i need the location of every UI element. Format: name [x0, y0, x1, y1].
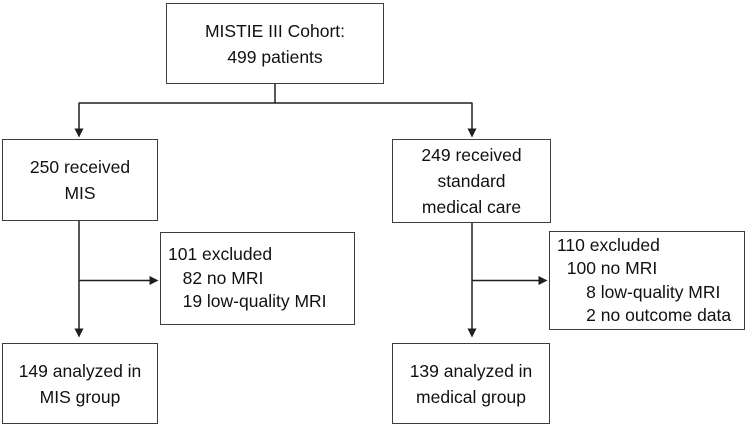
box-line: 139 analyzed in [409, 360, 533, 381]
box-line: standard [437, 171, 506, 191]
box-line: 499 patients [227, 46, 323, 67]
box-mis-arm: 250 received MIS [2, 139, 158, 221]
box-line: medical care [421, 197, 522, 217]
box-line: 249 received [421, 145, 522, 165]
box-line: 149 analyzed in [18, 360, 142, 381]
box-line: MIS [64, 183, 96, 203]
box-standard-care-excluded: 110 excluded 100 no MRI 8 low-quality MR… [549, 231, 745, 330]
box-line: 8 low-quality MRI [557, 281, 721, 302]
box-medical-analyzed: 139 analyzed in medical group [392, 343, 550, 424]
box-line: 110 excluded [557, 234, 660, 255]
box-line: 19 low-quality MRI [168, 291, 327, 312]
box-line: medical group [416, 386, 526, 407]
box-line: 2 no outcome data [557, 305, 732, 325]
box-mis-excluded: 101 excluded 82 no MRI 19 low-quality MR… [160, 232, 355, 325]
box-line: 100 no MRI [557, 258, 658, 278]
box-line: 101 excluded [168, 244, 273, 265]
box-cohort: MISTIE III Cohort: 499 patients [166, 3, 384, 84]
box-line: MIS group [39, 386, 121, 407]
box-line: 250 received [29, 157, 131, 177]
box-mis-analyzed: 149 analyzed in MIS group [2, 343, 158, 424]
box-standard-care-arm: 249 received standard medical care [392, 139, 551, 223]
box-line: 82 no MRI [168, 267, 264, 288]
box-line: MISTIE III Cohort: [204, 20, 346, 41]
